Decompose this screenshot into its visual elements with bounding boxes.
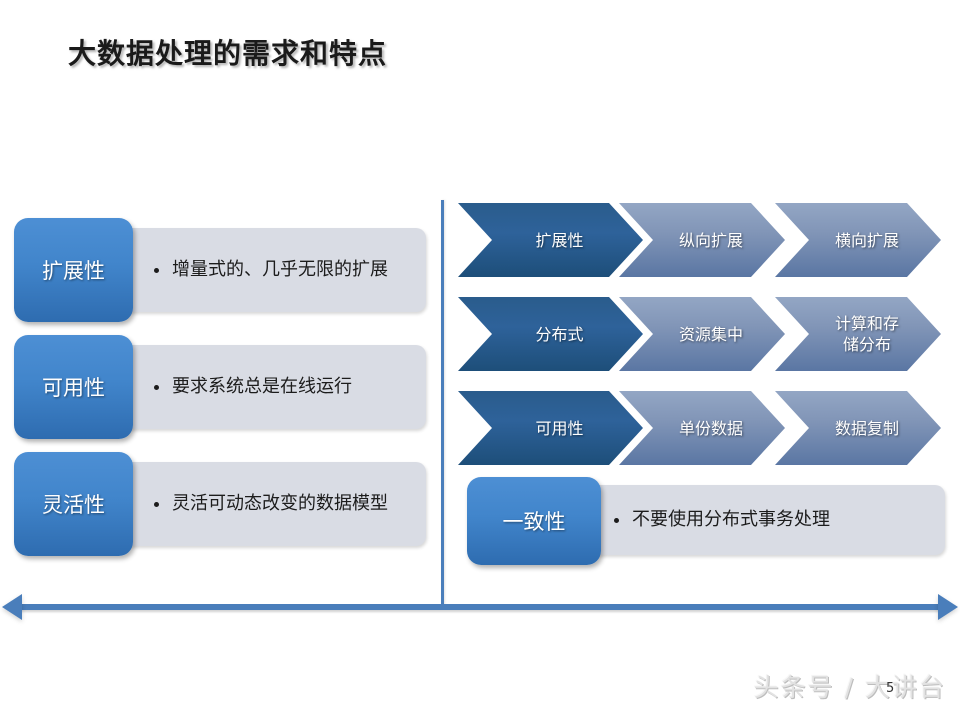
chevron-step-0-2[interactable]: 横向扩展 — [775, 203, 941, 277]
chevron-step-2-0[interactable]: 可用性 — [458, 391, 643, 465]
column-divider — [441, 200, 444, 608]
chevron-step-1-2[interactable]: 计算和存 储分布 — [775, 297, 941, 371]
chevron-row-0: 扩展性 纵向扩展 横向扩展 — [0, 203, 960, 277]
left-item-1-bullets: 要求系统总是在线运行 — [152, 372, 412, 402]
chevron-step-1-1[interactable]: 资源集中 — [619, 297, 785, 371]
left-item-1-panel: 要求系统总是在线运行 — [78, 345, 426, 429]
chevron-row-1: 分布式 资源集中 计算和存 储分布 — [0, 297, 960, 371]
left-item-1-label[interactable]: 可用性 — [14, 335, 133, 439]
left-item-2-bullets: 灵活可动态改变的数据模型 — [152, 489, 412, 519]
chevron-step-2-1[interactable]: 单份数据 — [619, 391, 785, 465]
page-number: 5 — [886, 681, 895, 696]
consistency-label[interactable]: 一致性 — [467, 477, 601, 565]
left-item-0-bullets: 增量式的、几乎无限的扩展 — [152, 255, 412, 285]
bullet: 不要使用分布式事务处理 — [612, 505, 931, 535]
bullet: 灵活可动态改变的数据模型 — [152, 489, 412, 519]
chevron-step-0-0[interactable]: 扩展性 — [458, 203, 643, 277]
left-item-2-label[interactable]: 灵活性 — [14, 452, 133, 556]
arrow-head-right-icon — [938, 594, 958, 620]
chevron-step-1-0[interactable]: 分布式 — [458, 297, 643, 371]
left-item-0-panel: 增量式的、几乎无限的扩展 — [78, 228, 426, 312]
consistency-bullets: 不要使用分布式事务处理 — [612, 505, 931, 535]
bullet: 增量式的、几乎无限的扩展 — [152, 255, 412, 285]
bullet: 要求系统总是在线运行 — [152, 372, 412, 402]
left-item-2-panel: 灵活可动态改变的数据模型 — [78, 462, 426, 546]
chevron-step-2-2[interactable]: 数据复制 — [775, 391, 941, 465]
chevron-row-2: 可用性 单份数据 数据复制 — [0, 391, 960, 465]
arrow-head-left-icon — [2, 594, 22, 620]
axis-line — [18, 604, 942, 610]
watermark: 头条号 / 大讲台 — [753, 673, 946, 702]
chevron-step-0-1[interactable]: 纵向扩展 — [619, 203, 785, 277]
left-item-0-label[interactable]: 扩展性 — [14, 218, 133, 322]
page-title: 大数据处理的需求和特点 — [68, 38, 388, 69]
left-column: 增量式的、几乎无限的扩展 扩展性 要求系统总是在线运行 可用性 — [0, 0, 442, 720]
